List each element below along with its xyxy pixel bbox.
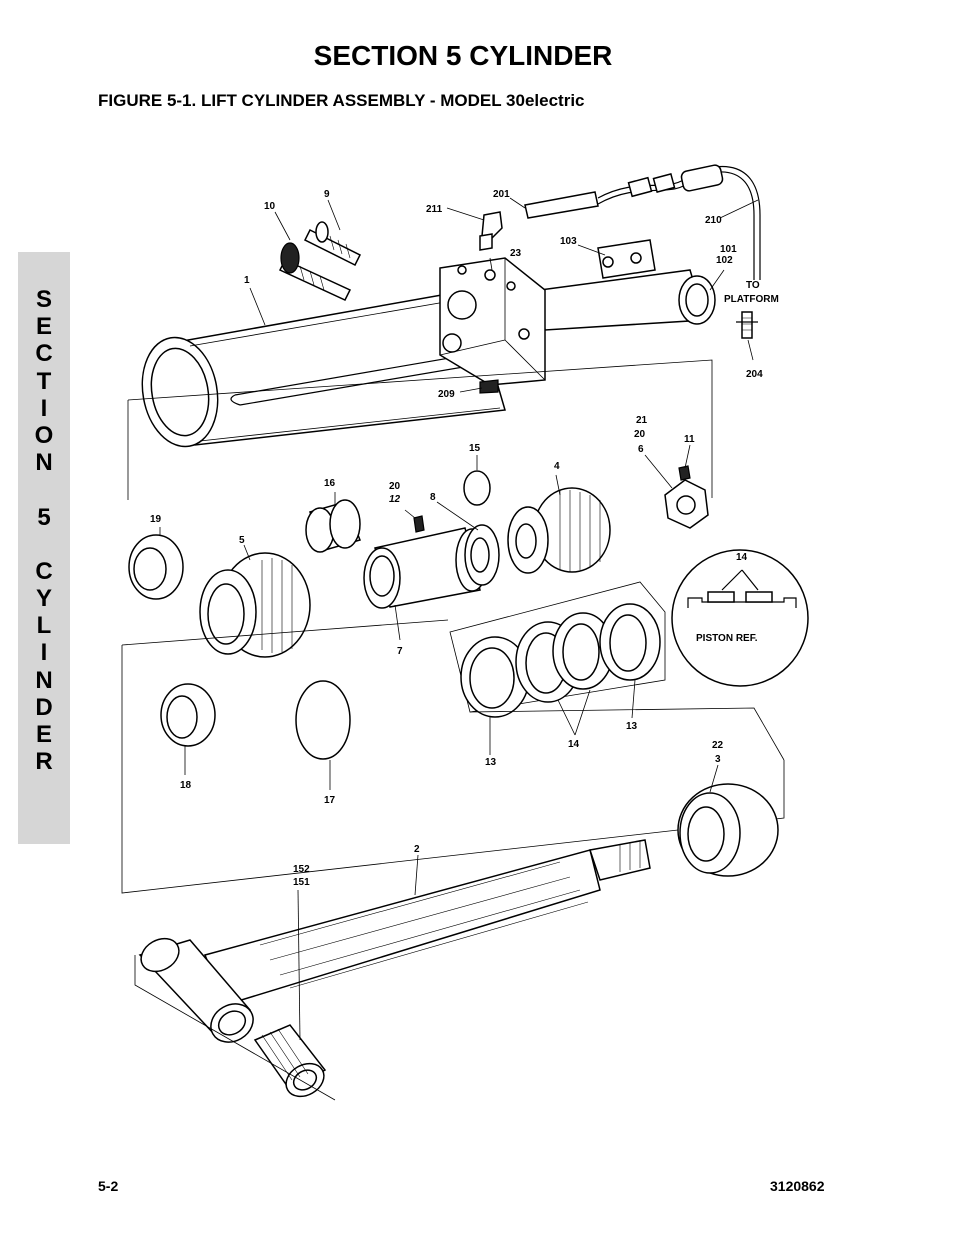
callout-101: 101 bbox=[720, 244, 737, 255]
side-tab-letter: 5 bbox=[37, 503, 51, 531]
callout-151: 151 bbox=[293, 877, 310, 888]
side-tab-letter: C bbox=[35, 340, 53, 368]
callout-19: 19 bbox=[150, 514, 162, 525]
callout-14b: 14 bbox=[736, 552, 748, 563]
side-tab-letter: O bbox=[34, 421, 54, 449]
callout-16: 16 bbox=[324, 478, 336, 489]
callout-12: 12 bbox=[389, 494, 401, 505]
part-151-152-bushing bbox=[253, 1024, 327, 1098]
callout-23: 23 bbox=[510, 248, 522, 259]
hydraulic-fittings bbox=[278, 221, 362, 301]
piston-ref-detail bbox=[671, 549, 809, 687]
callout-2: 2 bbox=[414, 844, 420, 855]
callout-4: 4 bbox=[554, 461, 560, 472]
document-number: 3120862 bbox=[770, 1178, 825, 1194]
callout-7: 7 bbox=[397, 646, 403, 657]
part-8-ring bbox=[464, 524, 500, 586]
callout-labels: 1 2 3 4 5 6 7 8 9 10 11 12 13 13 14 14 1… bbox=[150, 189, 779, 888]
part-4-piston bbox=[507, 487, 611, 574]
callout-11: 11 bbox=[684, 434, 695, 445]
page-number: 5-2 bbox=[98, 1178, 119, 1194]
callout-20a: 20 bbox=[389, 481, 401, 492]
piston-seals-13-14 bbox=[460, 603, 661, 718]
side-tab-letter: L bbox=[36, 612, 52, 640]
figure-title: FIGURE 5-1. LIFT CYLINDER ASSEMBLY - MOD… bbox=[98, 91, 585, 110]
part-18-bushing bbox=[160, 683, 216, 747]
callout-14a: 14 bbox=[568, 739, 580, 750]
side-tab-letter: R bbox=[35, 748, 53, 776]
side-tab-letter: C bbox=[35, 557, 53, 585]
side-tab-letter: T bbox=[36, 367, 52, 395]
callout-209: 209 bbox=[438, 389, 455, 400]
side-tab-letter: I bbox=[40, 639, 48, 667]
callout-8: 8 bbox=[430, 492, 436, 503]
callout-13a: 13 bbox=[485, 757, 497, 768]
leader-lines bbox=[159, 197, 759, 1041]
part-12-setscrew bbox=[413, 515, 425, 533]
part-2-piston-rod bbox=[203, 839, 651, 1006]
part-16-bushing bbox=[305, 499, 362, 553]
part-15-o-ring bbox=[463, 470, 491, 506]
cylinder-rod-end bbox=[539, 239, 716, 331]
callout-10: 10 bbox=[264, 201, 276, 212]
callout-18: 18 bbox=[180, 780, 192, 791]
callout-20b: 20 bbox=[634, 429, 646, 440]
side-tab-letter: S bbox=[35, 286, 52, 313]
part-3-rod-bushing bbox=[677, 783, 779, 877]
side-tab-letter: E bbox=[35, 313, 52, 341]
callout-22: 22 bbox=[712, 740, 724, 751]
callout-103: 103 bbox=[560, 236, 577, 247]
callout-15: 15 bbox=[469, 443, 481, 454]
to-platform-line2: PLATFORM bbox=[724, 294, 779, 305]
callout-3: 3 bbox=[715, 754, 721, 765]
callout-1: 1 bbox=[244, 275, 250, 286]
section-title: SECTION 5 CYLINDER bbox=[313, 40, 613, 71]
part-5-head bbox=[199, 552, 311, 658]
part-11-screw bbox=[678, 465, 691, 481]
side-tab-letter: D bbox=[35, 693, 53, 721]
part-17-o-ring bbox=[295, 680, 351, 760]
callout-21: 21 bbox=[636, 415, 648, 426]
side-tab-letter: Y bbox=[35, 585, 52, 613]
side-tab-letter: N bbox=[35, 449, 53, 477]
side-tab-letter: I bbox=[40, 394, 48, 422]
callout-102: 102 bbox=[716, 255, 733, 266]
piston-ref-label: PISTON REF. bbox=[696, 633, 758, 644]
rod-eye bbox=[138, 937, 254, 1043]
to-platform-line1: TO bbox=[746, 280, 760, 291]
callout-9: 9 bbox=[324, 189, 330, 200]
sensor-204 bbox=[736, 311, 758, 339]
sensor-harness bbox=[479, 164, 761, 280]
callout-204: 204 bbox=[746, 369, 763, 380]
callout-6: 6 bbox=[638, 444, 644, 455]
side-tab-letter: N bbox=[35, 666, 53, 694]
callout-17: 17 bbox=[324, 795, 336, 806]
part-19-wiper bbox=[128, 534, 184, 600]
callout-152: 152 bbox=[293, 864, 310, 875]
side-tab-letter: E bbox=[35, 721, 52, 748]
part-6-locknut bbox=[664, 479, 709, 529]
callout-211: 211 bbox=[426, 204, 443, 215]
callout-201: 201 bbox=[493, 189, 510, 200]
callout-5: 5 bbox=[239, 535, 245, 546]
cylinder-barrel bbox=[141, 289, 529, 448]
callout-210: 210 bbox=[705, 215, 722, 226]
port-block bbox=[439, 257, 546, 394]
callout-13b: 13 bbox=[626, 721, 638, 732]
